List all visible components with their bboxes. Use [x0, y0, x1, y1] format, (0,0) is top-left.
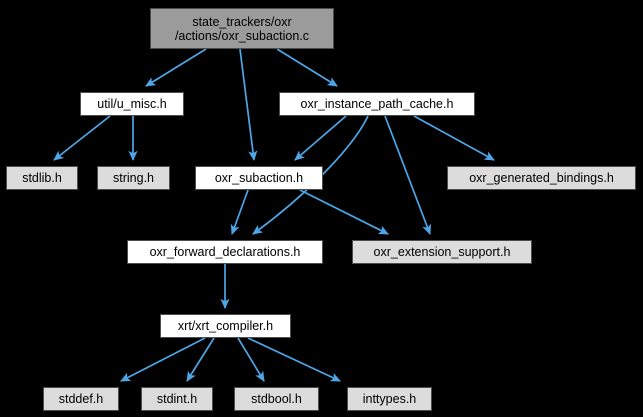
node-fwd_decl[interactable]: oxr_forward_declarations.h — [127, 240, 323, 264]
node-label-xrt_compiler: xrt/xrt_compiler.h — [177, 319, 274, 333]
node-inttypes[interactable]: inttypes.h — [347, 387, 432, 411]
edge-root-to-path_cache — [276, 48, 338, 87]
node-subaction[interactable]: oxr_subaction.h — [195, 166, 323, 190]
node-label-stdint: stdint.h — [156, 392, 198, 406]
node-path_cache[interactable]: oxr_instance_path_cache.h — [279, 92, 475, 116]
node-label-gen_bindings: oxr_generated_bindings.h — [469, 171, 614, 185]
node-u_misc[interactable]: util/u_misc.h — [80, 92, 184, 116]
node-stdlib[interactable]: stdlib.h — [6, 166, 78, 190]
edge-group — [53, 48, 495, 382]
edge-xrt_compiler-to-stddef — [120, 337, 206, 382]
node-label-path_cache: oxr_instance_path_cache.h — [300, 97, 454, 111]
node-string[interactable]: string.h — [97, 166, 170, 190]
edge-path_cache-to-gen_bindings — [413, 115, 495, 161]
node-stdint[interactable]: stdint.h — [141, 387, 213, 411]
edge-subaction-to-ext_support — [299, 189, 389, 235]
node-ext_support[interactable]: oxr_extension_support.h — [352, 240, 532, 264]
edge-subaction-to-fwd_decl — [230, 189, 249, 235]
node-label-string: string.h — [113, 171, 154, 185]
node-label-stdlib: stdlib.h — [22, 171, 62, 185]
node-label-subaction: oxr_subaction.h — [214, 171, 304, 185]
edge-xrt_compiler-to-inttypes — [247, 337, 341, 382]
edge-path_cache-to-subaction — [294, 115, 347, 161]
node-label-fwd_decl: oxr_forward_declarations.h — [149, 245, 301, 259]
edge-xrt_compiler-to-stdbool — [237, 337, 265, 382]
edge-root-to-u_misc — [145, 48, 207, 87]
node-label-root: state_trackers/oxr /actions/oxr_subactio… — [174, 14, 310, 43]
edge-root-to-subaction — [239, 48, 258, 162]
node-label-inttypes: inttypes.h — [362, 392, 417, 406]
node-stddef[interactable]: stddef.h — [43, 387, 119, 411]
edge-path_cache-to-ext_support — [384, 115, 432, 235]
node-label-stddef: stddef.h — [58, 392, 104, 406]
node-stdbool[interactable]: stdbool.h — [234, 387, 319, 411]
edge-xrt_compiler-to-stdint — [186, 337, 215, 382]
node-root[interactable]: state_trackers/oxr /actions/oxr_subactio… — [150, 8, 334, 49]
node-xrt_compiler[interactable]: xrt/xrt_compiler.h — [160, 314, 291, 338]
node-label-stdbool: stdbool.h — [251, 392, 302, 406]
edge-u_misc-to-stdlib — [53, 115, 111, 161]
node-label-ext_support: oxr_extension_support.h — [373, 245, 511, 259]
node-gen_bindings[interactable]: oxr_generated_bindings.h — [447, 166, 636, 190]
node-label-u_misc: util/u_misc.h — [97, 97, 167, 111]
